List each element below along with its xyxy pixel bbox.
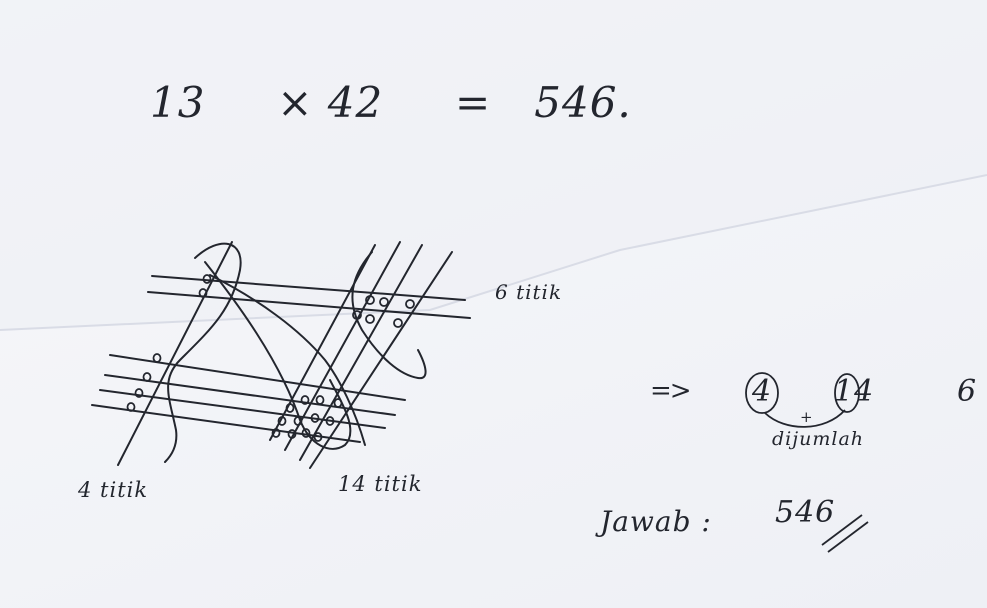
digit-two-line-4	[309, 251, 453, 469]
sum-note: dijumlah	[772, 428, 865, 450]
tens-digit-circle	[834, 373, 860, 413]
digit-two-line-2	[284, 241, 401, 451]
answer-underline-1	[821, 514, 863, 546]
digit-one-line	[117, 241, 233, 466]
carry-bracket	[764, 409, 846, 428]
equals-sign: =	[455, 78, 492, 127]
multiply-operator: ×	[277, 78, 314, 127]
intersection-dot	[352, 310, 362, 320]
intersection-dot	[285, 403, 295, 413]
intersection-dot	[310, 413, 320, 423]
answer-underline-2	[827, 521, 869, 553]
hundreds-digit: 6	[957, 374, 978, 409]
intersection-dot	[300, 395, 310, 405]
intersection-dot	[202, 274, 212, 284]
intersection-dot	[293, 416, 303, 426]
ones-line-2	[104, 374, 396, 416]
left-operand: 13	[150, 78, 206, 127]
implies-arrow: =>	[650, 376, 692, 406]
intersection-dot	[365, 295, 375, 305]
answer-label: Jawab :	[600, 505, 712, 538]
ones-digit-circle	[745, 372, 779, 414]
intersection-dot	[313, 432, 323, 442]
intersection-marks	[126, 274, 415, 442]
intersection-dot	[152, 353, 162, 363]
intersection-dot	[405, 299, 415, 309]
intersection-dot	[325, 416, 335, 426]
intersection-dot	[333, 398, 343, 408]
digit-two-line-1	[269, 244, 376, 441]
intersection-dot	[315, 395, 325, 405]
group-loop-left	[164, 242, 242, 463]
intersection-dot	[142, 372, 152, 382]
intersection-dot	[393, 318, 403, 328]
intersection-dot	[126, 402, 136, 412]
ones-digit: 4	[752, 374, 773, 409]
intersection-dot	[287, 429, 297, 439]
intersection-dot	[271, 428, 281, 438]
answer-value: 546	[775, 495, 836, 530]
plus-sign: +	[800, 408, 814, 426]
group-loop-middle	[204, 261, 352, 450]
ones-line-3	[99, 389, 386, 429]
ones-line-1	[109, 354, 406, 401]
intersection-dot	[277, 416, 287, 426]
ones-count-label: 4 titik	[78, 478, 149, 502]
hundreds-count-label: 6 titik	[495, 280, 563, 304]
tens-digit: 14	[834, 374, 875, 409]
equation-result: 546.	[534, 78, 632, 127]
intersection-dot	[379, 297, 389, 307]
intersection-dot	[134, 388, 144, 398]
group-loop-center	[209, 274, 366, 446]
equation: 13 × 42 = 546.	[150, 78, 632, 127]
intersection-dot	[198, 288, 208, 298]
intersection-dot	[301, 428, 311, 438]
group-loop-right	[351, 251, 427, 380]
intersection-dot	[365, 314, 375, 324]
right-operand: 42	[327, 78, 384, 127]
digit-two-line-3	[299, 244, 423, 461]
tens-count-label: 14 titik	[338, 472, 423, 496]
